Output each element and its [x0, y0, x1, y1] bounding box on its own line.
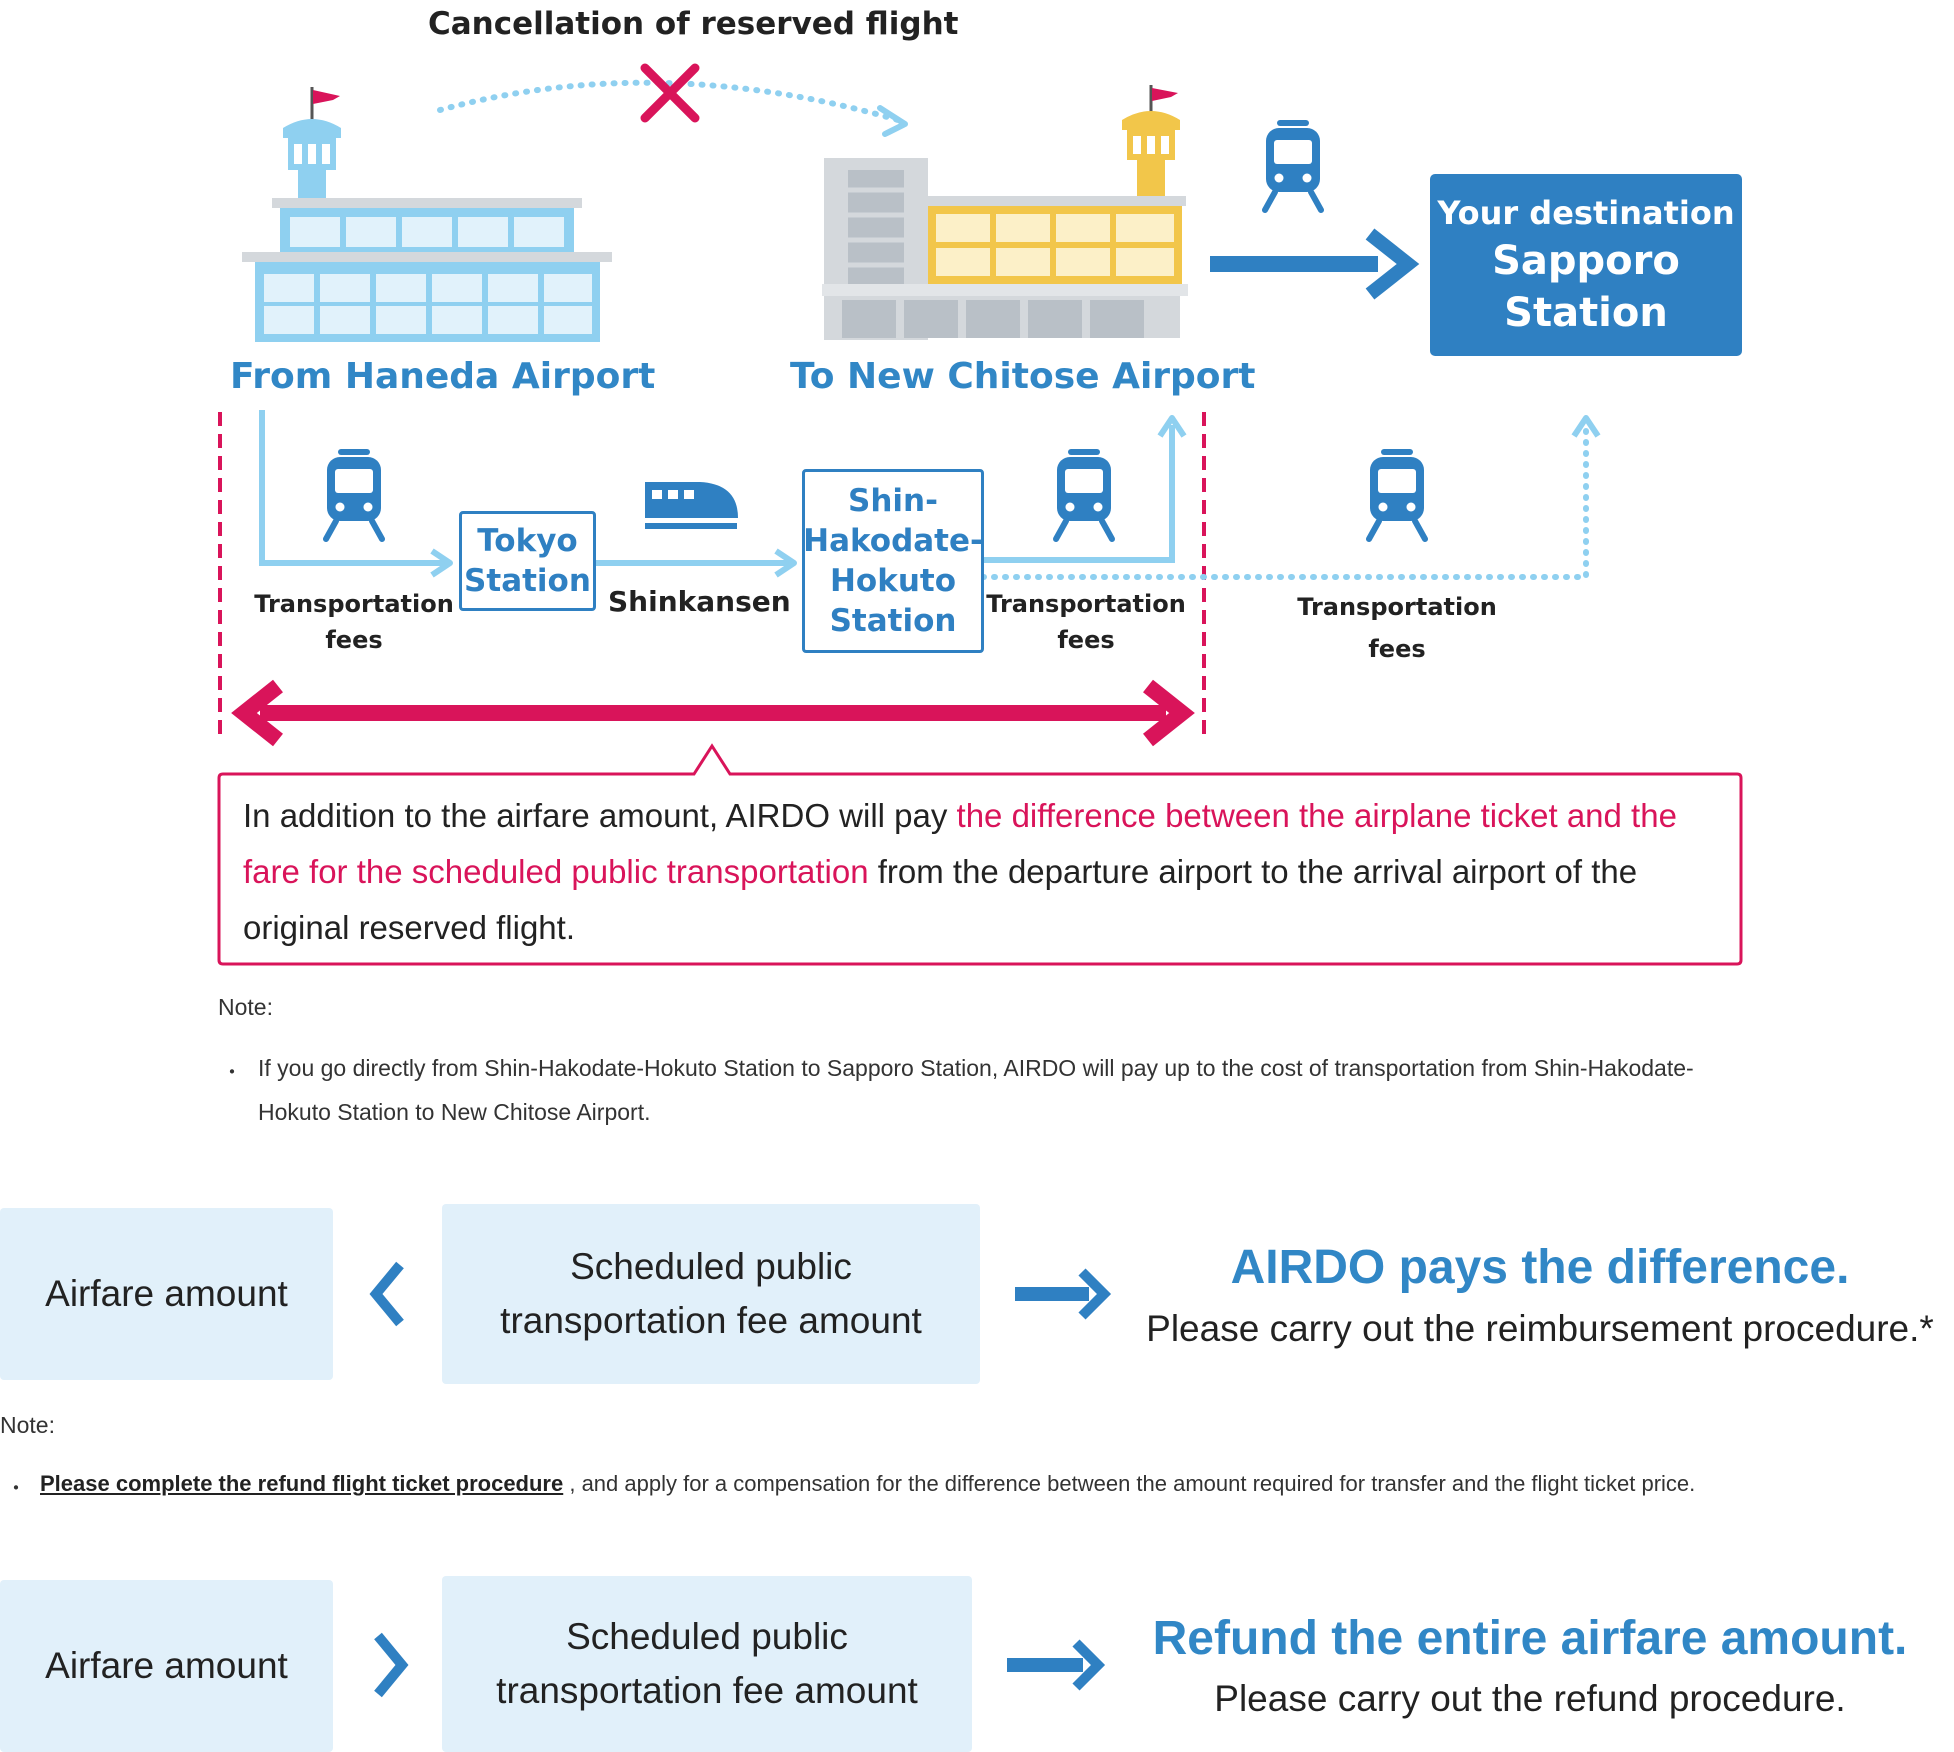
- note-2-heading: Note:: [0, 1412, 55, 1438]
- note-1-text: If you go directly from Shin-Hakodate-Ho…: [258, 1055, 1694, 1125]
- destination-label: Your destination: [1437, 194, 1735, 232]
- refund-procedure-link[interactable]: Please complete the refund flight ticket…: [40, 1471, 564, 1496]
- destination-name-2: Station: [1504, 290, 1668, 336]
- callout-highlight: the difference between the airplane tick…: [243, 797, 1677, 890]
- fees-1-line2: fees: [325, 626, 383, 654]
- train-icon: [1056, 449, 1112, 539]
- tokyo-station-line2: Station: [464, 563, 591, 599]
- callout-text-2: from the departure airport to the arriva…: [243, 853, 1638, 946]
- case1-result-subtitle: Please carry out the reimbursement proce…: [1146, 1308, 1934, 1349]
- note-1-heading: Note:: [218, 994, 273, 1020]
- destination-box: Your destination Sapporo Station: [1430, 174, 1742, 356]
- shinkansen-path: [596, 548, 797, 578]
- case2-airfare-label: Airfare amount: [45, 1645, 288, 1686]
- covered-range-arrow: [231, 679, 1195, 747]
- fees-3-line1: Transportation: [1297, 593, 1497, 621]
- shin-hakodate-station-box: Shin- Hakodate- Hokuto Station: [802, 469, 984, 653]
- shin-hakodate-line2: Hakodate-: [803, 523, 983, 559]
- case1-airfare-box: Airfare amount: [0, 1208, 333, 1380]
- new-chitose-airport-icon: [822, 85, 1188, 340]
- note-2-bullet: ・: [6, 1478, 26, 1500]
- case2-public-fee-line2: transportation fee amount: [496, 1670, 918, 1711]
- case2-airfare-box: Airfare amount: [0, 1580, 333, 1752]
- case2-result-title: Refund the entire airfare amount.: [1152, 1612, 1908, 1665]
- note-2-text-rest: , and apply for a compensation for the d…: [563, 1471, 1696, 1496]
- case1-result-arrow: [1015, 1268, 1112, 1320]
- diagram-title: Cancellation of reserved flight: [428, 6, 959, 42]
- shin-hakodate-line3: Hokuto: [829, 563, 957, 599]
- note-1-bullet: ・: [222, 1062, 242, 1084]
- case1-public-fee-box: Scheduled public transportation fee amou…: [442, 1204, 980, 1384]
- greater-than-chevron-icon: [374, 1632, 409, 1698]
- haneda-to-tokyo-path: [259, 410, 453, 578]
- train-icon: [1369, 449, 1425, 539]
- hakodate-to-chitose-path: [983, 415, 1187, 563]
- shin-hakodate-line4: Station: [829, 603, 957, 639]
- hakodate-to-sapporo-dotted-path: [980, 415, 1601, 580]
- to-destination-arrow: [1210, 228, 1420, 300]
- origin-airport-label: From Haneda Airport: [230, 356, 656, 397]
- cancel-cross-icon: [640, 63, 700, 123]
- case2-public-fee-line1: Scheduled public: [566, 1616, 848, 1657]
- callout-text-1: In addition to the airfare amount, AIRDO…: [243, 797, 957, 834]
- transportation-fees-label-3: Transportation fees: [1297, 586, 1497, 670]
- fees-1-line1: Transportation: [254, 590, 454, 618]
- shinkansen-icon: [645, 482, 738, 529]
- callout-frame: [217, 743, 1743, 966]
- fees-2-line2: fees: [1057, 626, 1115, 654]
- note-2-text: Please complete the refund flight ticket…: [40, 1462, 1950, 1506]
- transportation-fees-label-2: Transportation fees: [986, 586, 1186, 658]
- train-icon: [326, 449, 382, 539]
- case1-public-fee-line2: transportation fee amount: [500, 1300, 922, 1341]
- case2-result-subtitle: Please carry out the refund procedure.: [1214, 1678, 1846, 1719]
- shin-hakodate-line1: Shin-: [848, 483, 938, 519]
- case1-result-title: AIRDO pays the difference.: [1230, 1241, 1850, 1294]
- arrival-airport-label: To New Chitose Airport: [790, 356, 1256, 397]
- transportation-fees-label-1: Transportation fees: [254, 586, 454, 658]
- haneda-airport-icon: [242, 87, 612, 342]
- case2-result-arrow: [1007, 1639, 1106, 1691]
- case1-public-fee-line1: Scheduled public: [570, 1246, 852, 1287]
- shinkansen-label: Shinkansen: [608, 585, 791, 618]
- case2-public-fee-box: Scheduled public transportation fee amou…: [442, 1576, 972, 1752]
- train-icon: [1265, 120, 1321, 210]
- destination-name: Sapporo: [1492, 238, 1680, 284]
- case1-airfare-label: Airfare amount: [45, 1273, 288, 1314]
- compensation-callout: In addition to the airfare amount, AIRDO…: [243, 788, 1723, 956]
- less-than-chevron-icon: [369, 1261, 404, 1327]
- tokyo-station-box: Tokyo Station: [459, 511, 596, 611]
- fees-3-line2: fees: [1368, 635, 1426, 663]
- tokyo-station-line1: Tokyo: [477, 523, 578, 559]
- fees-2-line1: Transportation: [986, 590, 1186, 618]
